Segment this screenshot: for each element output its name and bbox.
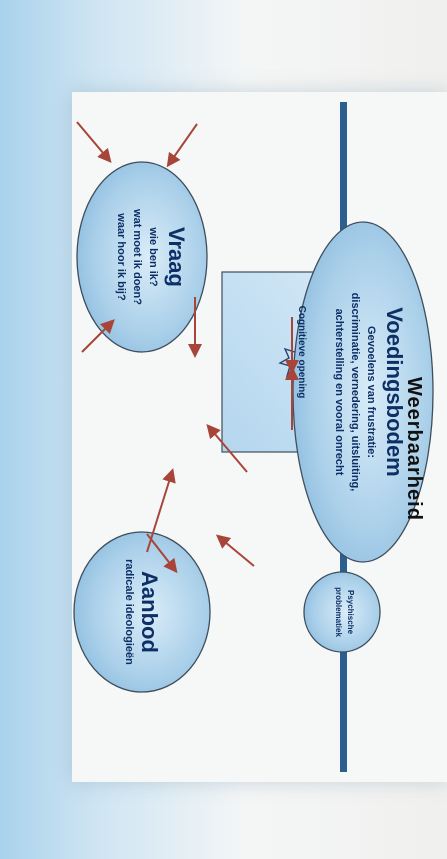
psychische-problematiek-bubble [303, 571, 381, 653]
rotated-diagram: Weerbaarheid Cognitieve opening Vraag wi… [72, 92, 447, 782]
voedingsbodem-line-1: Gevoelens van frustratie: [365, 325, 377, 459]
arrow [146, 468, 176, 553]
small-bubble-line-1: Psychische [346, 589, 355, 635]
vraag-line-3: waar hoor ik bij? [115, 213, 127, 301]
aanbod-line-1: radicale ideologieën [123, 559, 135, 665]
diagram-slide: Weerbaarheid Cognitieve opening Vraag wi… [72, 92, 447, 782]
vraag-title: Vraag [164, 227, 189, 287]
arrow [81, 319, 115, 353]
voedingsbodem-line-2: discriminatie, vernedering, uitsluiting, [349, 292, 361, 492]
voedingsbodem-line-3: achterstelling en vooral onrecht [333, 308, 345, 476]
aanbod-title: Aanbod [137, 571, 162, 653]
arrow [76, 121, 112, 164]
center-label: Cognitieve opening [296, 305, 307, 399]
small-bubble-line-2: problematiek [334, 587, 343, 637]
diagram-canvas [73, 102, 434, 772]
vraag-line-2: wat moet ik doen? [131, 209, 143, 305]
arrow [206, 423, 248, 473]
vraag-bubble [76, 161, 208, 353]
voedingsbodem-title: Voedingsbodem [382, 307, 407, 477]
arrow [166, 123, 198, 168]
arrow [215, 534, 255, 567]
arrows [76, 121, 299, 574]
vraag-line-1: wie ben ik? [147, 227, 159, 287]
